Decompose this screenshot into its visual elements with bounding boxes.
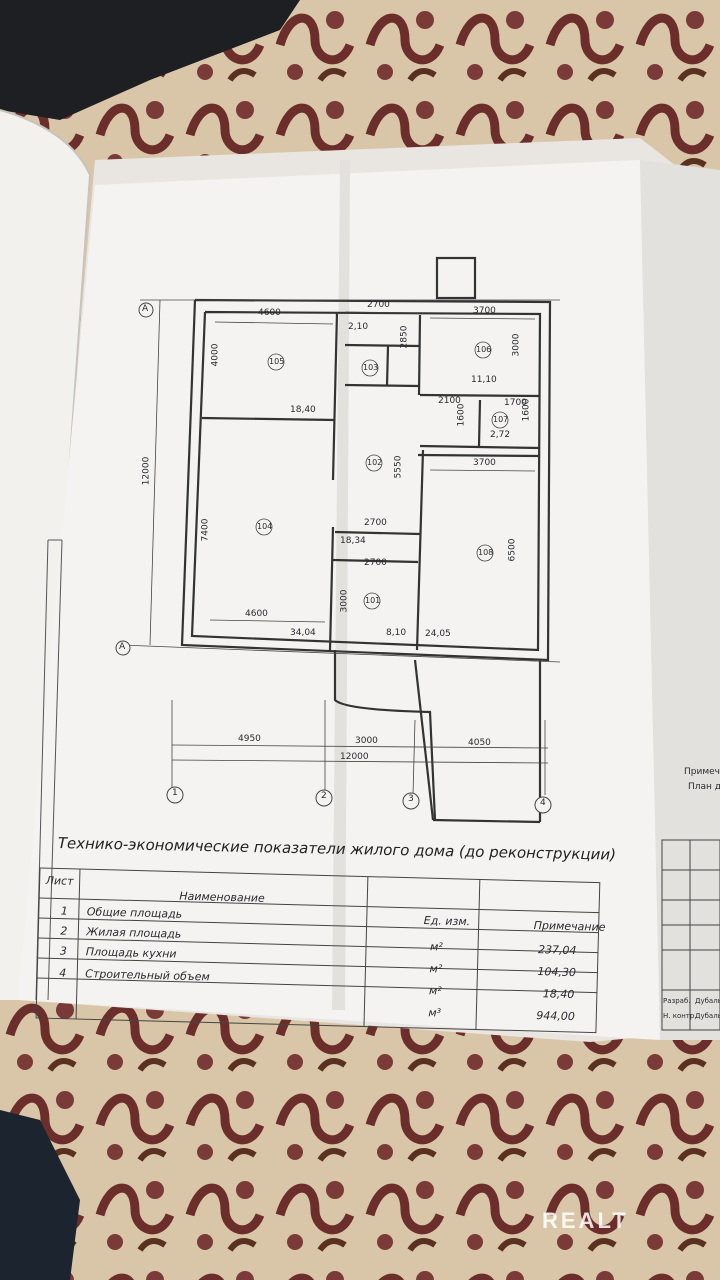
dim-2100: 2100 bbox=[438, 396, 461, 406]
stamp-developer-name: Дубаль bbox=[695, 997, 720, 1005]
stamp-developer-label: Разраб. bbox=[663, 997, 691, 1005]
axis-label-2: 2 bbox=[321, 791, 327, 801]
row-num: 2 bbox=[60, 924, 68, 938]
dim-11-10: 11,10 bbox=[471, 375, 497, 385]
dim-2700-low: 2700 bbox=[364, 558, 387, 568]
dim-4050: 4050 bbox=[468, 738, 491, 748]
room-104: 104 bbox=[257, 522, 273, 531]
dim-2850: 2850 bbox=[399, 325, 410, 349]
room-107: 107 bbox=[493, 415, 509, 424]
dim-4600-bottom: 4600 bbox=[245, 609, 268, 619]
dim-2700-mid: 2700 bbox=[364, 518, 387, 528]
row-num: 4 bbox=[59, 966, 67, 980]
row-note: 104,30 bbox=[537, 965, 577, 980]
dim-34-04: 34,04 bbox=[290, 628, 316, 638]
dim-5550: 5550 bbox=[393, 455, 404, 479]
dim-3000-right: 3000 bbox=[511, 333, 522, 357]
axis-label-3: 3 bbox=[408, 794, 414, 804]
row-unit: м³ bbox=[428, 1006, 442, 1020]
dim-12000-vertical: 12000 bbox=[141, 456, 152, 486]
dim-4950: 4950 bbox=[238, 734, 261, 744]
axis-label-a-top: A bbox=[142, 304, 149, 314]
room-106: 106 bbox=[476, 345, 492, 354]
row-num: 1 bbox=[60, 904, 69, 918]
stamp-control-label: Н. контр. bbox=[663, 1012, 697, 1020]
dim-4600-top: 4600 bbox=[258, 308, 281, 318]
dim-3700-mid: 3700 bbox=[473, 458, 496, 468]
row-unit: м² bbox=[429, 940, 443, 954]
row-note: 944,00 bbox=[536, 1009, 575, 1024]
dim-18-40: 18,40 bbox=[290, 405, 316, 415]
dim-1700: 1700 bbox=[504, 398, 527, 408]
dim-3700-top: 3700 bbox=[473, 306, 496, 316]
room-102: 102 bbox=[367, 458, 383, 467]
row-num: 3 bbox=[59, 944, 68, 958]
row-note: 18,40 bbox=[542, 987, 575, 1002]
dim-2-72: 2,72 bbox=[490, 430, 511, 440]
dim-18-34: 18,34 bbox=[340, 536, 366, 546]
header-num: Лист bbox=[45, 874, 74, 888]
axis-label-4: 4 bbox=[540, 798, 546, 808]
axis-label-a-bottom: A bbox=[119, 642, 126, 652]
row-name: Площадь кухни bbox=[85, 945, 177, 961]
dim-6500: 6500 bbox=[507, 538, 518, 562]
stamp-control-name: Дубаль bbox=[695, 1012, 720, 1020]
row-name: Общие площадь bbox=[86, 905, 183, 921]
room-101: 101 bbox=[365, 596, 381, 605]
dim-3000-left: 3000 bbox=[339, 589, 350, 613]
room-108: 108 bbox=[478, 548, 494, 557]
row-unit: м² bbox=[428, 984, 442, 998]
dim-12000-horizontal: 12000 bbox=[340, 752, 369, 762]
dim-7400: 7400 bbox=[200, 518, 211, 542]
row-name: Жилая площадь bbox=[86, 925, 182, 941]
dim-3000-bottom: 3000 bbox=[355, 736, 378, 746]
dim-1600-b: 1600 bbox=[521, 398, 532, 422]
row-note: 237,04 bbox=[537, 943, 577, 958]
dim-8-10: 8,10 bbox=[386, 628, 407, 638]
dim-24-05: 24,05 bbox=[425, 629, 451, 639]
room-105: 105 bbox=[269, 357, 285, 366]
side-note-line2: План дом bbox=[688, 782, 720, 792]
header-name: Наименование bbox=[179, 889, 265, 905]
dim-4000: 4000 bbox=[210, 343, 221, 367]
realt-watermark-logo: REALT bbox=[542, 1208, 629, 1233]
axis-label-1: 1 bbox=[172, 788, 178, 798]
dim-1600-a: 1600 bbox=[456, 403, 467, 427]
row-unit: м² bbox=[429, 962, 443, 976]
dim-2-10: 2,10 bbox=[348, 322, 369, 332]
row-name: Строительный объем bbox=[85, 967, 210, 984]
side-note-line1: Примечан bbox=[684, 767, 720, 777]
room-103: 103 bbox=[363, 363, 379, 372]
dim-2700-top: 2700 bbox=[367, 300, 390, 310]
